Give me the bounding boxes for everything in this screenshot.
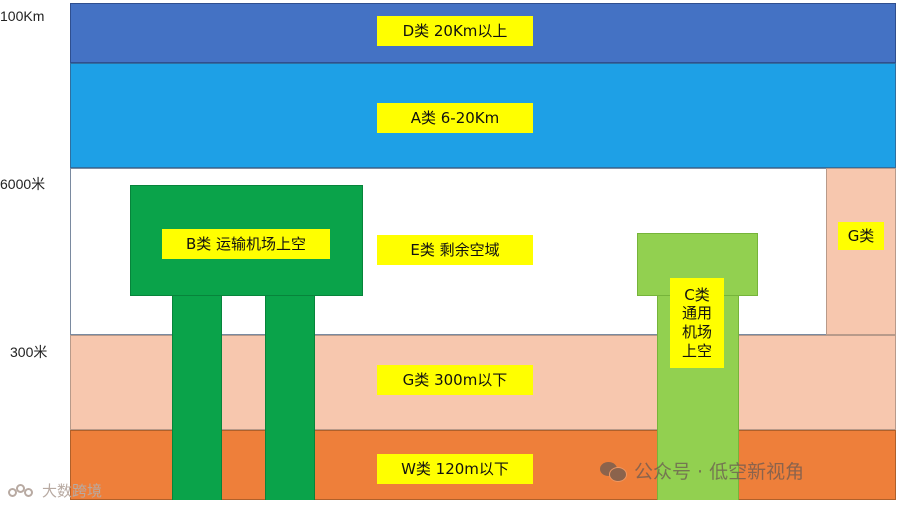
altitude-label-low: 300米 — [10, 344, 48, 360]
label-class-c: C类 通用 机场 上空 — [670, 278, 724, 368]
corner-brand: 大数跨境 — [8, 480, 102, 501]
label-class-b: B类 运输机场上空 — [162, 229, 330, 259]
label-class-d: D类 20Km以上 — [377, 16, 533, 46]
label-class-c-line: 机场 — [681, 323, 712, 341]
label-class-c-line: C类 — [684, 285, 710, 304]
band-class-g-right — [826, 168, 896, 335]
label-class-c-line: 通用 — [681, 304, 712, 323]
label-class-g-right: G类 — [838, 222, 884, 250]
class-b-column-left — [172, 296, 222, 500]
altitude-label-top: 100Km — [0, 8, 45, 24]
label-class-e: E类 剩余空域 — [377, 235, 533, 265]
watermark: 公众号 · 低空新视角 — [600, 457, 804, 484]
label-class-a: A类 6-20Km — [377, 103, 533, 133]
wechat-icon — [600, 460, 627, 482]
brand-logo-icon — [8, 482, 38, 500]
corner-brand-text: 大数跨境 — [42, 482, 103, 500]
watermark-text: 公众号 · 低空新视角 — [634, 461, 805, 483]
label-class-g: G类 300m以下 — [377, 365, 533, 395]
class-b-column-right — [265, 296, 315, 500]
label-class-w: W类 120m以下 — [377, 454, 533, 484]
altitude-label-middle: 6000米 — [0, 176, 46, 192]
label-class-c-line: 上空 — [681, 341, 712, 360]
class-c-airspace-top — [637, 233, 758, 296]
